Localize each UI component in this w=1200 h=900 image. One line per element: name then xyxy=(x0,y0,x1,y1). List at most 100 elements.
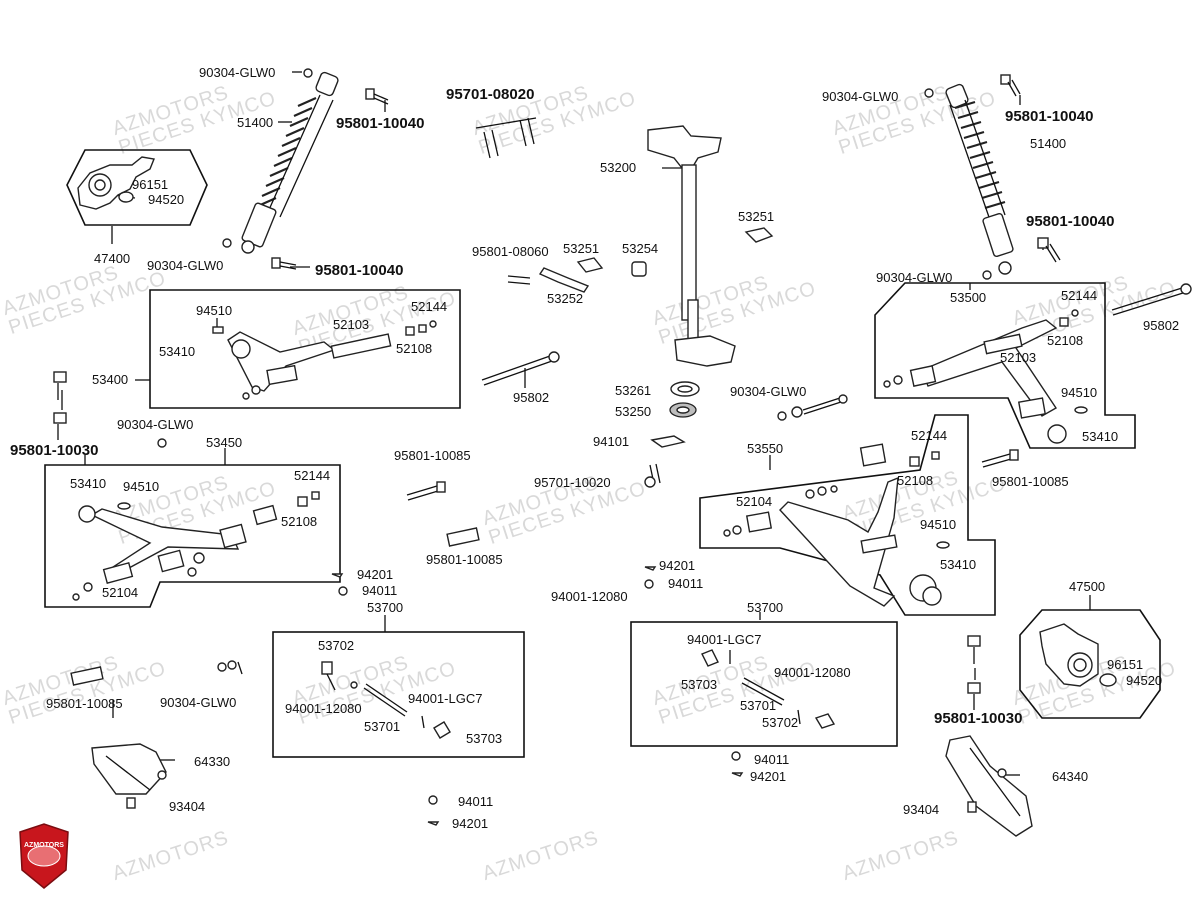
part-label: 94011 xyxy=(362,583,398,598)
skid-plate-64330 xyxy=(91,743,167,809)
part-label: 90304-GLW0 xyxy=(117,417,194,432)
part-label: 53702 xyxy=(762,715,799,730)
knuckle-47500 xyxy=(1039,623,1117,687)
part-label: 52144 xyxy=(911,428,948,443)
part-label: 94001-LGC7 xyxy=(408,691,483,706)
skid-plate-64340 xyxy=(945,735,1033,837)
part-label: 95801-10085 xyxy=(46,696,123,711)
part-label: 95801-10030 xyxy=(934,710,1023,727)
part-label: 94101 xyxy=(593,434,630,449)
part-label: 95801-10085 xyxy=(394,448,471,463)
part-label: 53251 xyxy=(738,209,775,224)
part-label: 53261 xyxy=(615,383,652,398)
part-label: 95801-10040 xyxy=(336,115,425,132)
part-label: 94510 xyxy=(123,479,160,494)
part-label: 53251 xyxy=(563,241,600,256)
part-label: 94001-12080 xyxy=(285,701,362,716)
part-label: 94201 xyxy=(452,816,489,831)
bushing-53251 xyxy=(507,227,774,293)
part-label: 90304-GLW0 xyxy=(822,89,899,104)
part-label: 95801-10030 xyxy=(10,442,99,459)
a-arm-53450 xyxy=(72,491,320,601)
part-label: 52108 xyxy=(281,514,318,529)
part-label: 95801-10085 xyxy=(992,474,1069,489)
bolt-90304-glw0 xyxy=(777,394,848,421)
tie-rod-left xyxy=(321,661,451,739)
bolt-95801-10030 xyxy=(967,635,981,710)
bolt-95801-10085 xyxy=(446,527,480,547)
azmotors-logo xyxy=(19,823,69,889)
part-label: 53702 xyxy=(318,638,355,653)
part-label: 93404 xyxy=(169,799,206,814)
bolt-90304-glw0 xyxy=(217,660,243,675)
part-label: 52144 xyxy=(1061,288,1098,303)
part-label: 51400 xyxy=(1030,136,1067,151)
part-label: 95701-08020 xyxy=(446,86,535,103)
part-label: 53700 xyxy=(747,600,784,615)
part-label: 95801-10040 xyxy=(1026,213,1115,230)
part-label: 94001-LGC7 xyxy=(687,632,762,647)
tie-rod-right xyxy=(701,649,836,729)
part-label: 94201 xyxy=(357,567,394,582)
bolt-95802 xyxy=(481,351,560,386)
bolt-95701-10020 xyxy=(644,463,661,488)
hardware-94201-94011 xyxy=(331,566,744,826)
part-label: 52144 xyxy=(411,299,448,314)
part-label: 93404 xyxy=(903,802,940,817)
frame-53500 xyxy=(874,282,1136,449)
part-label: 53701 xyxy=(740,698,777,713)
part-label: 53410 xyxy=(70,476,107,491)
part-label: 52104 xyxy=(102,585,139,600)
part-label: 53254 xyxy=(622,241,659,256)
frame-47400 xyxy=(66,149,208,226)
part-label: 53703 xyxy=(681,677,718,692)
bolt-95801-10085 xyxy=(406,481,446,501)
part-label: 95802 xyxy=(513,390,550,405)
part-label: 94520 xyxy=(148,192,185,207)
bolt-95801-10085 xyxy=(70,666,104,686)
part-label: 52108 xyxy=(897,473,934,488)
bolt-95801-10085 xyxy=(981,449,1019,468)
knuckle-47400 xyxy=(77,156,155,210)
part-label: 94201 xyxy=(659,558,696,573)
part-label: 52108 xyxy=(396,341,433,356)
part-label: 95801-10085 xyxy=(426,552,503,567)
part-label: 52108 xyxy=(1047,333,1084,348)
frame-53700-right xyxy=(630,621,898,747)
part-label: 53410 xyxy=(1082,429,1119,444)
part-label: 90304-GLW0 xyxy=(730,384,807,399)
bolt-95801-10040 xyxy=(1037,237,1061,263)
part-label: 94510 xyxy=(196,303,233,318)
part-label: 94520 xyxy=(1126,673,1163,688)
frame-53400 xyxy=(149,289,461,409)
bolts-95701-08020 xyxy=(475,117,537,159)
part-label: 96151 xyxy=(132,177,169,192)
part-label: 53250 xyxy=(615,404,652,419)
part-label: 95802 xyxy=(1143,318,1180,333)
part-label: 53252 xyxy=(547,291,584,306)
part-label: 52144 xyxy=(294,468,331,483)
part-label: 90304-GLW0 xyxy=(876,270,953,285)
part-label: 95801-10040 xyxy=(1005,108,1094,125)
leader-lines xyxy=(61,71,1091,776)
part-label: 52104 xyxy=(736,494,773,509)
part-label: 53410 xyxy=(159,344,196,359)
part-label: 95801-08060 xyxy=(472,244,549,259)
part-label: 90304-GLW0 xyxy=(199,65,276,80)
bearing-set xyxy=(650,381,700,448)
frame-53550 xyxy=(699,414,996,616)
part-label: 64330 xyxy=(194,754,231,769)
part-label: 94011 xyxy=(754,752,790,767)
part-label: 53450 xyxy=(206,435,243,450)
part-label: 95701-10020 xyxy=(534,475,611,490)
bolt-95801-10030 xyxy=(53,371,67,440)
steering-column xyxy=(647,125,736,367)
part-label: 53200 xyxy=(600,160,637,175)
part-label: 47400 xyxy=(94,251,131,266)
part-label: 64340 xyxy=(1052,769,1089,784)
bolt-95801-10040 xyxy=(1000,74,1021,97)
part-label: 53700 xyxy=(367,600,404,615)
part-label: 94201 xyxy=(750,769,787,784)
part-label: 94011 xyxy=(668,576,704,591)
